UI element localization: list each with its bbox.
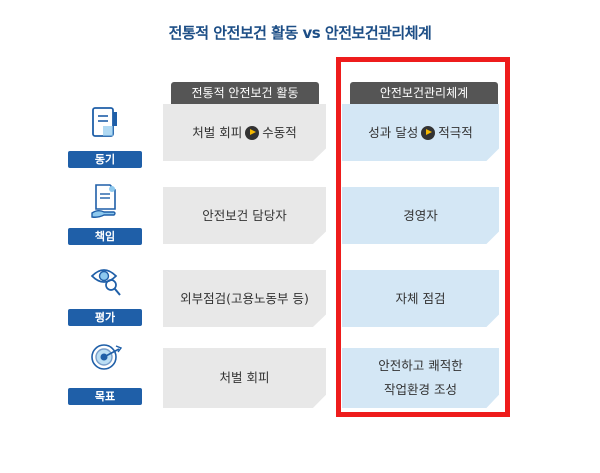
row-goal-category: 목표 (68, 343, 142, 405)
diagram-title: 전통적 안전보건 활동 vs 안전보건관리체계 (168, 24, 432, 42)
column-header-system: 안전보건관리체계 (350, 82, 498, 104)
highlight-frame (336, 57, 510, 417)
badge-responsibility: 책임 (68, 228, 142, 245)
cell-traditional-motivation: 처벌 회피 수동적 (163, 104, 326, 161)
cell-system-goal-line1: 안전하고 쾌적한 (378, 358, 463, 373)
cell-traditional-goal: 처벌 회피 (163, 348, 326, 408)
cell-system-motivation-before: 성과 달성 (368, 124, 419, 140)
arrow-circle-icon (421, 125, 436, 140)
cell-system-responsibility: 경영자 (342, 187, 499, 244)
eye-magnifier-icon (90, 269, 121, 296)
cell-system-goal: 안전하고 쾌적한 작업환경 조성 (342, 348, 499, 408)
row-responsibility-category: 책임 (68, 183, 142, 245)
cell-system-goal-line2: 작업환경 조성 (384, 382, 457, 397)
cell-traditional-motivation-before: 처벌 회피 (192, 124, 243, 140)
badge-goal: 목표 (68, 388, 142, 405)
arrow-circle-icon (245, 125, 260, 140)
cell-traditional-motivation-after: 수동적 (262, 124, 297, 140)
row-motivation-category: 동기 (68, 106, 142, 168)
cell-traditional-evaluation: 외부점검(고용노동부 등) (163, 270, 326, 327)
cell-system-evaluation: 자체 점검 (342, 270, 499, 327)
cell-system-motivation-after: 적극적 (438, 124, 473, 140)
clipboard-icon (92, 107, 117, 137)
target-icon (91, 344, 122, 370)
badge-motivation: 동기 (68, 151, 142, 168)
cell-system-motivation: 성과 달성 적극적 (342, 104, 499, 161)
column-header-traditional: 전통적 안전보건 활동 (171, 82, 319, 104)
row-evaluation-category: 평가 (68, 264, 142, 326)
cell-traditional-responsibility: 안전보건 담당자 (163, 187, 326, 244)
badge-evaluation: 평가 (68, 309, 142, 326)
document-hand-icon (91, 184, 116, 218)
